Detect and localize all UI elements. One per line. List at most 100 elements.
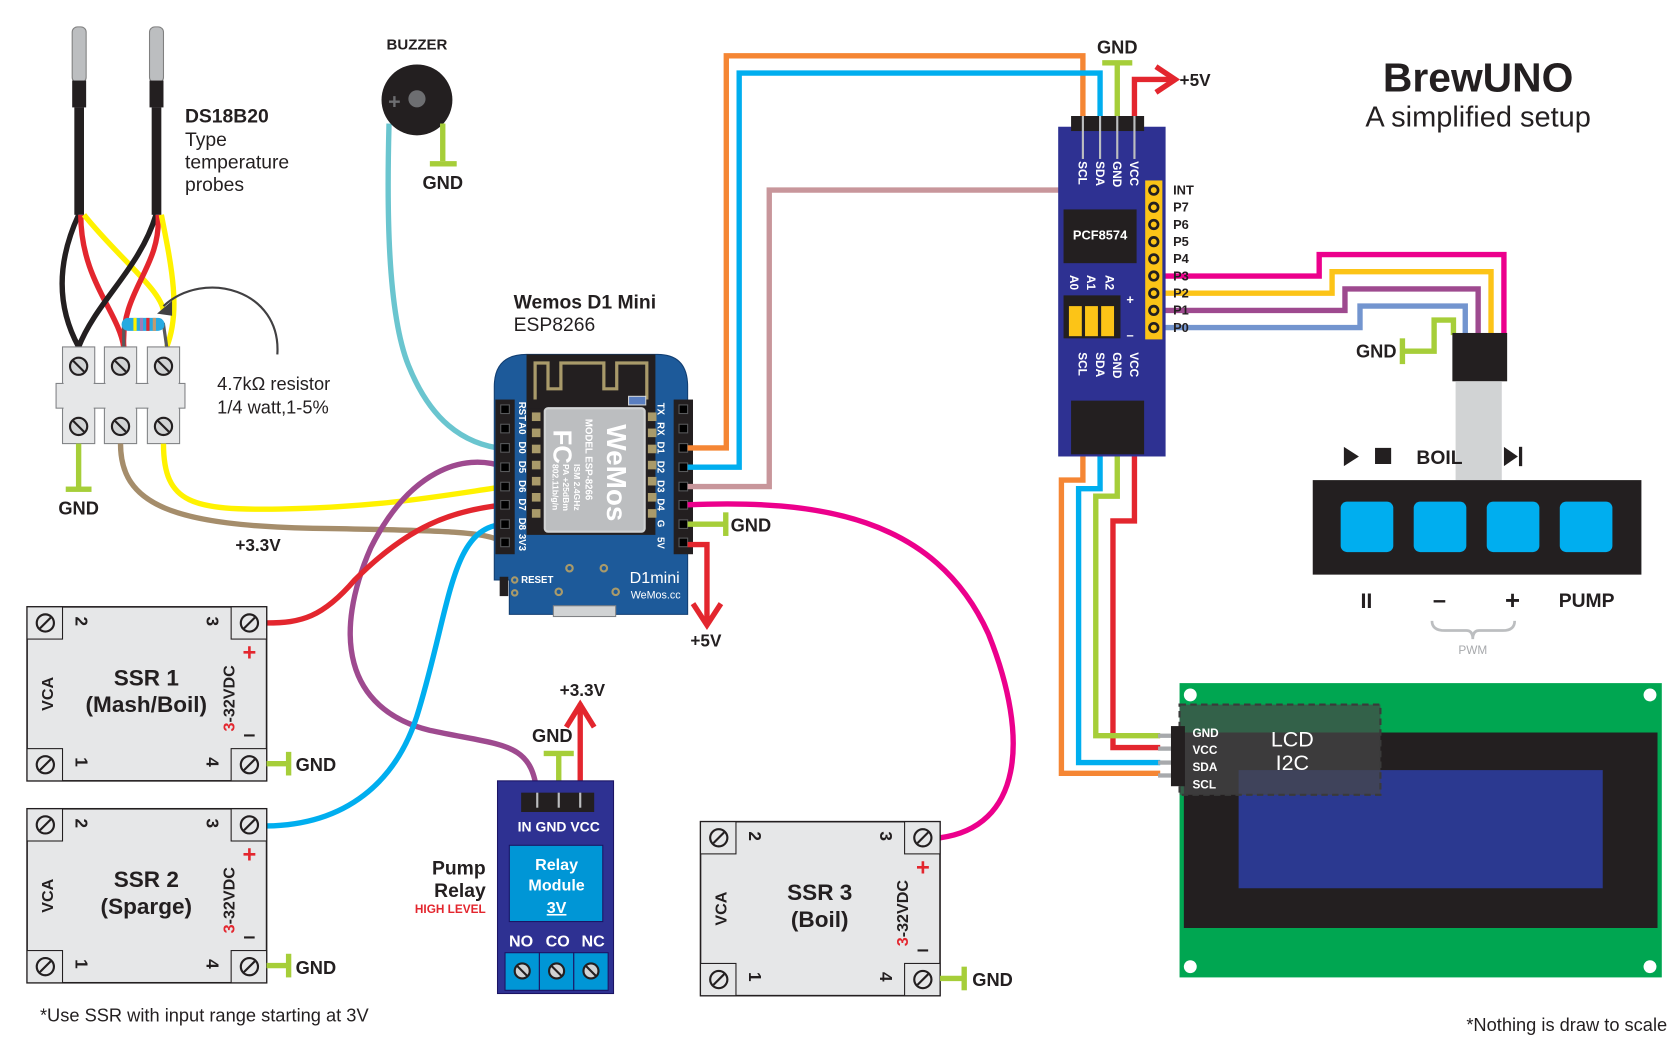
wire-p1 bbox=[1154, 286, 1481, 336]
ssr1-gnd: GND bbox=[296, 754, 337, 775]
ssr-title: SSR 1 bbox=[114, 665, 179, 690]
keypad-button-3[interactable] bbox=[1486, 501, 1540, 553]
wire-lcd-gnd bbox=[1093, 456, 1161, 739]
pcf-vcc: +5V bbox=[1180, 70, 1212, 90]
relay-box-3: 3V bbox=[547, 899, 567, 917]
scale-note: *Nothing is draw to scale bbox=[1466, 1014, 1667, 1035]
bottom-pin-vcc: VCC bbox=[1127, 352, 1141, 377]
module-text-4: 802.11b/g/n bbox=[550, 464, 560, 510]
relay-box-2: Module bbox=[528, 876, 584, 894]
pin-rx: RX bbox=[655, 422, 666, 436]
addr-a0: A0 bbox=[1067, 275, 1081, 291]
pin-d5: D5 bbox=[516, 461, 527, 474]
resistor-label-2: 1/4 watt,1-5% bbox=[217, 397, 329, 418]
reset-button[interactable] bbox=[499, 576, 509, 597]
keypad-minus: – bbox=[1433, 588, 1446, 614]
terminal-1: 1 bbox=[71, 959, 91, 969]
wire-d2-sda bbox=[687, 70, 1103, 470]
range-red: 3 bbox=[894, 937, 912, 946]
terminal-3: 3 bbox=[202, 818, 222, 828]
ssr-title: SSR 3 bbox=[787, 880, 852, 905]
terminal-3: 3 bbox=[202, 617, 222, 627]
skip-icon bbox=[1503, 446, 1518, 467]
keypad-boil: BOIL bbox=[1416, 448, 1462, 469]
probe-desc-1: Type bbox=[185, 130, 227, 151]
terminal-4: 4 bbox=[876, 972, 896, 982]
ssr-subtitle: (Sparge) bbox=[101, 894, 192, 919]
wemos-name: Wemos D1 Mini bbox=[514, 292, 656, 313]
vca-label: VCA bbox=[39, 676, 57, 710]
addr-a1: A1 bbox=[1084, 275, 1098, 291]
pin-d6: D6 bbox=[516, 480, 527, 493]
terminal-1: 1 bbox=[745, 972, 765, 982]
ssr3-gnd: GND bbox=[972, 969, 1013, 990]
lcd-label-2: I2C bbox=[1276, 751, 1309, 775]
bottom-pin-scl: SCL bbox=[1076, 352, 1090, 376]
fc-mark: FC bbox=[547, 430, 575, 464]
svg-text:3-32VDC: 3-32VDC bbox=[220, 665, 238, 732]
wire-lcd-vcc bbox=[1110, 456, 1161, 751]
terminal-co: CO bbox=[546, 932, 570, 950]
port-p1: P1 bbox=[1173, 303, 1189, 318]
relay-gnd: GND bbox=[532, 725, 573, 746]
keypad-button-1[interactable] bbox=[1340, 501, 1394, 553]
bottom-pin-sda: SDA bbox=[1093, 352, 1107, 377]
module-text-1: MODEL ESP-8266 bbox=[583, 419, 594, 501]
stop-icon bbox=[1375, 447, 1392, 464]
pin-d4: D4 bbox=[655, 498, 666, 511]
ssr-note: *Use SSR with input range starting at 3V bbox=[40, 1004, 369, 1025]
keypad-button-4[interactable] bbox=[1559, 501, 1613, 553]
wire-p0 bbox=[1154, 303, 1468, 336]
minus-sign: – bbox=[917, 937, 929, 961]
port-p0: P0 bbox=[1173, 320, 1189, 335]
pcf-gnd: GND bbox=[1097, 37, 1138, 58]
wemos-gnd-label: GND bbox=[731, 515, 772, 536]
ssr-2: 2 3 1 4 VCA SSR 2 (Sparge) 3-32VDC + – bbox=[26, 807, 268, 984]
play-icon bbox=[1343, 446, 1359, 467]
buzzer-gnd: GND bbox=[422, 172, 463, 193]
board-site: WeMos.cc bbox=[631, 589, 682, 601]
bottom-pin-gnd: GND bbox=[1110, 352, 1124, 379]
pin-a0: A0 bbox=[516, 422, 527, 434]
relay-level: HIGH LEVEL bbox=[415, 902, 486, 916]
plus-sign: + bbox=[916, 855, 930, 881]
relay-title-2: Relay bbox=[434, 881, 486, 902]
pin-rst: RST bbox=[516, 402, 527, 421]
terminal-4: 4 bbox=[202, 959, 222, 969]
keypad-button-2[interactable] bbox=[1413, 501, 1467, 553]
wire-lcd-sda bbox=[1075, 456, 1161, 766]
pin-d8: D8 bbox=[516, 518, 527, 531]
terminal-2: 2 bbox=[745, 831, 765, 841]
reset-label: RESET bbox=[521, 575, 553, 586]
lcd-pin-vcc: VCC bbox=[1192, 743, 1217, 757]
temperature-probes: GND bbox=[55, 26, 279, 518]
lcd-display bbox=[1158, 683, 1662, 978]
supply-label: +3.3V bbox=[235, 535, 281, 555]
wire-d7 bbox=[266, 502, 506, 626]
range-rest: -32VDC bbox=[220, 665, 238, 723]
i2c-backpack bbox=[1178, 703, 1382, 796]
module-text-2: ISM 2.4GHz bbox=[572, 464, 582, 511]
pin-d1: D1 bbox=[655, 441, 666, 454]
port-p5: P5 bbox=[1173, 234, 1189, 249]
wire-keypad-gnd bbox=[1402, 317, 1457, 354]
pcf-chip: PCF8574 bbox=[1073, 228, 1128, 243]
port-p3: P3 bbox=[1173, 268, 1189, 283]
keypad-gnd: GND bbox=[1356, 341, 1397, 362]
range-rest: -32VDC bbox=[894, 880, 912, 938]
pcf-minus: – bbox=[1127, 327, 1134, 342]
wemos-brand: WeMos bbox=[601, 424, 632, 521]
pin-d7: D7 bbox=[516, 498, 527, 510]
relay-pins: IN GND VCC bbox=[518, 818, 600, 834]
ssr-title: SSR 2 bbox=[114, 867, 179, 892]
lcd-pin-scl: SCL bbox=[1192, 777, 1216, 791]
range-rest: -32VDC bbox=[220, 867, 238, 925]
wire-d5 bbox=[347, 459, 540, 796]
wemos-d1-mini: FC MODEL ESP-8266 ISM 2.4GHz PA +25dBm 8… bbox=[493, 353, 693, 618]
relay-module: IN GND VCC Relay Module 3V NO CO NC bbox=[496, 780, 615, 995]
ssr2-gnd: GND bbox=[296, 957, 337, 978]
wemos-chip: ESP8266 bbox=[514, 315, 596, 336]
wire-d1-scl bbox=[687, 53, 1086, 451]
resistor-label-1: 4.7kΩ resistor bbox=[217, 373, 330, 394]
wemos-5v-label: +5V bbox=[690, 631, 722, 651]
